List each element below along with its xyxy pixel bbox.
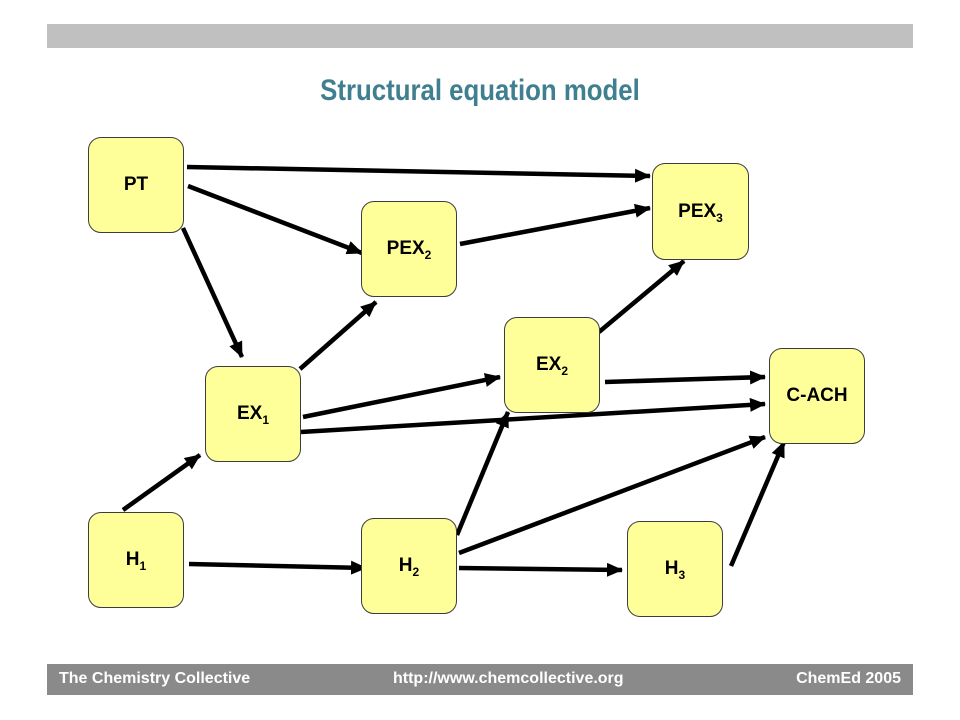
- edge-pex2-pex3: [459, 203, 651, 247]
- edge-ex2-cach: [604, 370, 766, 385]
- node-pex2-sub: 2: [424, 248, 432, 262]
- node-ex2-label: EX: [535, 354, 562, 375]
- edge-pt-pex2: [187, 183, 363, 256]
- node-h3: H3: [627, 521, 723, 617]
- node-cach: C-ACH: [769, 348, 865, 444]
- node-pex2-label: PEX: [386, 238, 425, 259]
- edge-pt-ex1: [180, 227, 245, 358]
- node-h2-label: H: [398, 555, 413, 576]
- node-pex3: PEX3: [652, 163, 749, 260]
- node-pex3-label: PEX: [678, 200, 717, 222]
- edge-h2-h3: [458, 562, 623, 577]
- page-title: Structural equation model: [320, 74, 640, 107]
- node-h1: H1: [88, 512, 184, 608]
- edge-ex1-pex2: [298, 300, 378, 371]
- footer-bar: The Chemistry Collective http://www.chem…: [47, 664, 913, 695]
- top-bar: [47, 24, 913, 48]
- node-h2-sub: 2: [412, 565, 420, 579]
- node-pex3-sub: 3: [716, 210, 723, 225]
- edge-ex1-ex2: [302, 373, 501, 420]
- edge-h1-ex1: [121, 453, 202, 512]
- footer-left-text: The Chemistry Collective: [59, 670, 251, 687]
- edge-h3-cach: [728, 441, 787, 567]
- edge-h2-cach: [458, 434, 766, 556]
- footer-right-text: ChemEd 2005: [796, 670, 901, 687]
- node-pt: PT: [88, 137, 184, 233]
- edge-ex1-cach: [300, 397, 766, 435]
- node-ex1-label: EX: [236, 403, 263, 424]
- footer-url-link[interactable]: http://www.chemcollective.org: [393, 670, 624, 687]
- edge-h2-ex2: [454, 411, 511, 536]
- node-h1-sub: 1: [139, 559, 147, 573]
- node-h1-label: H: [125, 549, 140, 570]
- node-h2: H2: [361, 518, 457, 614]
- node-ex2: EX2: [504, 317, 600, 413]
- node-h3-sub: 3: [678, 568, 686, 582]
- node-h3-label: H: [664, 558, 679, 579]
- node-ex1-sub: 1: [262, 413, 270, 427]
- node-pex2: PEX2: [361, 201, 457, 297]
- edge-ex2-pex3: [597, 259, 686, 334]
- node-pt-label: PT: [123, 174, 149, 195]
- node-ex2-sub: 2: [561, 364, 569, 378]
- edge-pt-pex3: [186, 164, 651, 183]
- node-ex1: EX1: [205, 366, 301, 462]
- edge-h1-h2: [188, 560, 367, 575]
- node-cach-label: C-ACH: [786, 385, 848, 406]
